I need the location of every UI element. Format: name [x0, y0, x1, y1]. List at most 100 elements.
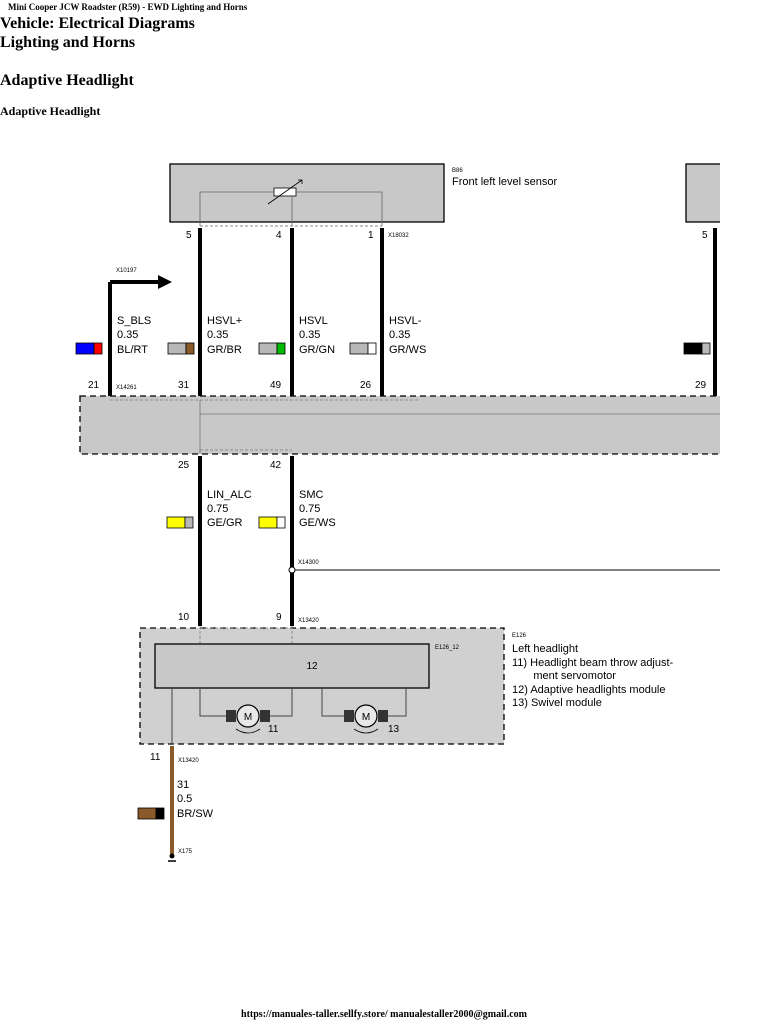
swatch-a: [75, 342, 95, 355]
swatch-a: [258, 516, 278, 529]
swatch-a: [167, 342, 187, 355]
ground-wire-size: 0.5: [177, 793, 192, 805]
ground-wire-color-code: BR/SW: [177, 808, 214, 820]
left-headlight: 12 E126_12 M 11 M 13 E126 Left headlight…: [139, 626, 674, 745]
pin-label: 1: [368, 230, 374, 241]
motor-11-wiring: [199, 688, 293, 717]
pin-label: 31: [178, 380, 190, 391]
pin-label: 26: [360, 380, 372, 391]
wire-size: 0.35: [117, 329, 138, 341]
motor-13-icon: [354, 704, 378, 728]
footer-text: https://manuales-taller.sellfy.store/ ma…: [241, 1009, 527, 1020]
pin-label: 4: [276, 230, 282, 241]
motor-13-rotation-arc: [353, 728, 379, 734]
splice-connector: X14300: [298, 560, 319, 566]
headlight-item: 12) Adaptive headlights module: [512, 684, 666, 696]
wire-name: HSVL+: [207, 315, 242, 327]
wire-label-hsvl: HSVL 0.35 GR/GN: [258, 315, 335, 356]
wires-upper: [108, 228, 717, 396]
wire-color-code: GE/GR: [207, 517, 243, 529]
wire-label-smc: SMC 0.75 GE/WS: [258, 489, 336, 529]
motor-13-label: 13: [388, 724, 400, 735]
sensor-variable-arrow: [267, 179, 303, 205]
pin-label: 29: [695, 380, 707, 391]
wire-color-code: GR/WS: [389, 344, 426, 356]
adaptive-headlights-module: [154, 643, 430, 689]
wire-name: S_BLS: [117, 315, 151, 327]
motor-symbol: M: [362, 712, 370, 723]
swatch-a: [349, 342, 369, 355]
wire-size: 0.35: [389, 329, 410, 341]
headlight-item: 11) Headlight beam throw adjust-: [512, 657, 674, 669]
swatch-b: [276, 342, 286, 355]
module-label: 12: [306, 661, 318, 672]
wire-size: 0.35: [299, 329, 320, 341]
front-left-level-sensor: B86 Front left level sensor X18032: [169, 163, 557, 239]
ground-terminal-icon: [169, 853, 175, 859]
mid-connector: X14261: [116, 385, 137, 391]
motor-13-wiring: [321, 688, 407, 717]
wire-size: 0.75: [299, 503, 320, 515]
pin-label: 25: [178, 460, 190, 471]
pin-label: 9: [276, 612, 282, 623]
diagram-background: [50, 132, 720, 932]
module-ref: E126_12: [435, 645, 460, 651]
wire-label-hsvl-minus: HSVL- 0.35 GR/WS: [349, 315, 426, 356]
ground-connector-bottom: X175: [178, 849, 193, 855]
motor-11-rotation-arc: [235, 728, 261, 734]
wire-color-code: GR/BR: [207, 344, 242, 356]
sensor-internal-wiring: [199, 191, 383, 226]
wire-name: SMC: [299, 489, 324, 501]
wiring-diagram: B86 Front left level sensor X18032 5 5 4…: [50, 132, 720, 932]
wire-name: LIN_ALC: [207, 489, 252, 501]
headlight-connector: X13420: [298, 618, 319, 624]
title-line-2: Lighting and Horns: [0, 34, 136, 51]
splice-point: [288, 566, 296, 574]
wire-size: 0.75: [207, 503, 228, 515]
headlight-connector-line: [199, 626, 293, 644]
wires-lower: [198, 456, 294, 626]
section-title: Adaptive Headlight: [0, 72, 134, 89]
title-line-1: Vehicle: Electrical Diagrams: [0, 15, 195, 32]
motor-13-left-terminal: [344, 710, 354, 722]
motor-13-right-terminal: [378, 710, 388, 722]
pin-label: 21: [88, 380, 100, 391]
sensor-ref: B86: [452, 168, 463, 174]
wire-label-lin-alc: LIN_ALC 0.75 GE/GR: [166, 489, 252, 529]
motor-symbol: M: [244, 712, 252, 723]
swatch-b: [93, 342, 103, 355]
wire-color-code: GR/GN: [299, 344, 335, 356]
pin-label: 5: [186, 230, 192, 241]
swatch-a: [683, 342, 703, 355]
swatch-a: [137, 807, 157, 820]
swatch-b: [367, 342, 377, 355]
ground-wire-name: 31: [177, 779, 189, 791]
headlight-item: 13) Swivel module: [512, 697, 602, 709]
motor-11-label: 11: [268, 724, 279, 735]
arrow-head: [158, 275, 172, 289]
swatch-a: [166, 516, 186, 529]
wire-size: 0.35: [207, 329, 228, 341]
document-title: Vehicle: Electrical Diagrams Lighting an…: [0, 14, 195, 52]
central-module-box: [79, 395, 720, 455]
wire-label-hsvl-plus: HSVL+ 0.35 GR/BR: [167, 315, 242, 356]
motor-11-left-terminal: [226, 710, 236, 722]
pin-label: 42: [270, 460, 282, 471]
wire-label-right: [683, 342, 711, 355]
motor-11-right-terminal: [260, 710, 270, 722]
swatch-b: [185, 342, 195, 355]
sensor-box: [169, 163, 445, 223]
swatch-b: [184, 516, 194, 529]
ground-connector-top: X13420: [178, 758, 199, 764]
sensor-connector: X18032: [388, 233, 409, 239]
swatch-b: [701, 342, 711, 355]
central-module: [79, 395, 720, 455]
right-component-box: [685, 163, 720, 223]
wire-color-code: BL/RT: [117, 344, 148, 356]
sensor-name: Front left level sensor: [452, 176, 557, 188]
headlight-ref: E126: [512, 633, 527, 639]
ground-pin: 11: [150, 752, 161, 763]
headlight-item: ment servomotor: [512, 670, 616, 682]
wire-name: HSVL-: [389, 315, 422, 327]
central-internal-wiring: [199, 400, 720, 454]
